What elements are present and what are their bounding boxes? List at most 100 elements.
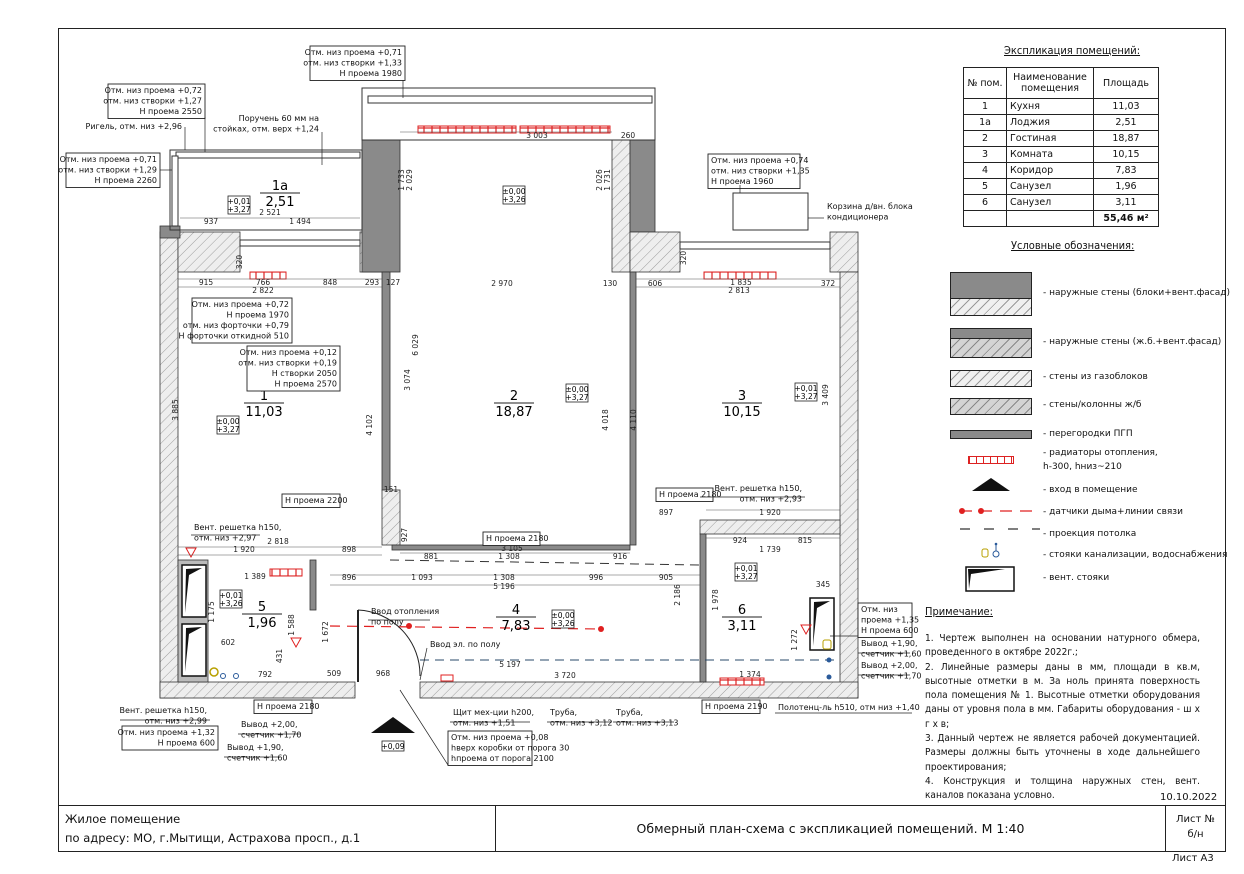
- dimension-label: 1 308: [493, 573, 515, 582]
- callout-text: стойках, отм. верх +1,24: [213, 125, 319, 134]
- title-block-sheet: Лист № б/н: [1165, 805, 1226, 852]
- elevation-mark-text: +3,27: [795, 392, 818, 401]
- legend-swatch-rc-columns: [950, 398, 1032, 415]
- room-number: 6: [738, 603, 746, 618]
- bay-outline: [361, 87, 656, 141]
- callout: Вывод +1,90,счетчик +1,60: [858, 639, 922, 659]
- legend-swatch-ext-rc-dark: [950, 328, 1032, 339]
- elevation-mark-box: [565, 383, 589, 403]
- callout-box: [246, 345, 341, 392]
- callout-leader: [419, 647, 428, 681]
- smoke-detector-icon: [959, 508, 1036, 514]
- dimension-label: 602: [221, 638, 236, 647]
- room-area: 11,03: [245, 405, 282, 420]
- callout-text: отм. низ +3,13: [616, 719, 678, 728]
- dimension-label: 1 308: [498, 552, 520, 561]
- cell-area: 2,51: [1093, 114, 1159, 131]
- callout-text: отм. низ +1,51: [453, 719, 515, 728]
- cell-name: Коридор: [1006, 162, 1094, 179]
- dimension-label: 881: [424, 552, 439, 561]
- vent-grille-icon: [800, 624, 812, 636]
- dimension-label: 1 920: [759, 508, 781, 517]
- dimension-label: 127: [386, 278, 401, 287]
- elevation-mark: +0,09: [382, 740, 405, 752]
- dimension-label: 3 409: [821, 384, 830, 406]
- callout-box: [857, 602, 913, 638]
- elevation-mark-text: +0,01: [220, 591, 243, 600]
- ceiling-projection-icon: [960, 528, 1040, 530]
- elevation-mark-text: +0,01: [228, 197, 251, 206]
- smoke-detector: [406, 623, 412, 629]
- room-number: 3: [738, 389, 746, 404]
- dimension-label: 606: [648, 279, 663, 288]
- wall: [381, 271, 391, 491]
- cell-name: Санузел: [1006, 194, 1094, 211]
- riser-icon: [981, 542, 1000, 558]
- dimension-label: 927: [400, 528, 409, 543]
- elevation-mark-box: [551, 609, 575, 629]
- callout: Поручень 60 мм на стойках, отм. верх +1,2…: [213, 114, 323, 165]
- callout-text: Вывод +2,00,: [241, 720, 298, 729]
- sheet-format: Лист А3: [1172, 853, 1214, 864]
- cell-num: 4: [963, 162, 1007, 179]
- vent-riser-fill: [813, 601, 830, 646]
- callout: Труба,отм. низ +3,12: [547, 708, 612, 728]
- dimension-label: 151: [384, 485, 399, 494]
- dimension-label: 766: [256, 278, 271, 287]
- wall: [629, 139, 656, 233]
- elevation-mark-text: ±0,00: [217, 417, 240, 426]
- dimension-label: 1 739: [759, 545, 781, 554]
- callout-box: [701, 699, 761, 714]
- callout: Ввод эл. по полу: [419, 640, 501, 681]
- callout-text: Н проема 600: [158, 739, 215, 748]
- legend-label-partitions: - перегородки ПГП: [1043, 429, 1133, 439]
- callout-text: Поручень 60 мм на: [239, 114, 319, 123]
- bay-window: [367, 95, 653, 104]
- callout: Н проема 2180: [253, 699, 320, 714]
- elevation-mark: ±0,00+3,27: [565, 383, 589, 403]
- callout-text: hверх коробки от порога 30: [451, 744, 569, 753]
- vent-riser-fill: [185, 627, 202, 672]
- dimension-label: 996: [589, 573, 604, 582]
- dimension-label: 2 822: [252, 286, 274, 295]
- dimension-label: 345: [816, 580, 831, 589]
- elevation-mark-box: [227, 195, 251, 215]
- room-labels: 1а2,51+0,01+3,27111,03±0,00+3,27218,87±0…: [217, 179, 818, 752]
- room-label-3: 310,15+0,01+3,27: [722, 382, 818, 420]
- callout-text: Н проема 600: [861, 626, 918, 635]
- object-line-2: по адресу: МО, г.Мытищи, Астрахова просп…: [65, 831, 361, 845]
- elevation-mark: ±0,00+3,27: [217, 415, 240, 435]
- cell-area: 3,11: [1093, 194, 1159, 211]
- dimension-label: 5 196: [493, 582, 515, 591]
- dimension-label: 4 102: [365, 414, 374, 436]
- callout-text: Щит мех-ции h200,: [453, 708, 534, 717]
- col-header-area: Площадь: [1093, 67, 1159, 99]
- room-area: 3,11: [728, 619, 757, 634]
- callout-text: Вывод +1,90,: [227, 743, 284, 752]
- cell-name: Комната: [1006, 146, 1094, 163]
- callout-box: [191, 297, 293, 344]
- callout-text: Отм. низ проема +0,12: [240, 348, 337, 357]
- dimension-label: 1 920: [233, 545, 255, 554]
- dimension-label: 1 978: [711, 589, 720, 611]
- wall: [361, 139, 401, 273]
- wall: [699, 519, 841, 535]
- room-area: 1,96: [248, 616, 277, 631]
- elevation-mark-text: +0,09: [382, 742, 405, 751]
- callout-box: [655, 487, 714, 502]
- dimension-label: 1 389: [244, 572, 266, 581]
- note-1: 1. Чертеж выполнен на основании натурног…: [925, 633, 1200, 659]
- note-3: 3. Данный чертеж не является рабочей док…: [925, 733, 1200, 773]
- legend-swatch-ext-block-hatch: [950, 298, 1032, 316]
- callout-text: счетчик +1,70: [861, 672, 922, 681]
- dimension-label: 1 731: [603, 169, 612, 191]
- room-number: 1а: [272, 179, 288, 194]
- callout: Щит мех-ции h200, отм. низ +1,51: [450, 708, 534, 728]
- dimension-label: 4 018: [601, 409, 610, 431]
- callout-box: [447, 730, 533, 766]
